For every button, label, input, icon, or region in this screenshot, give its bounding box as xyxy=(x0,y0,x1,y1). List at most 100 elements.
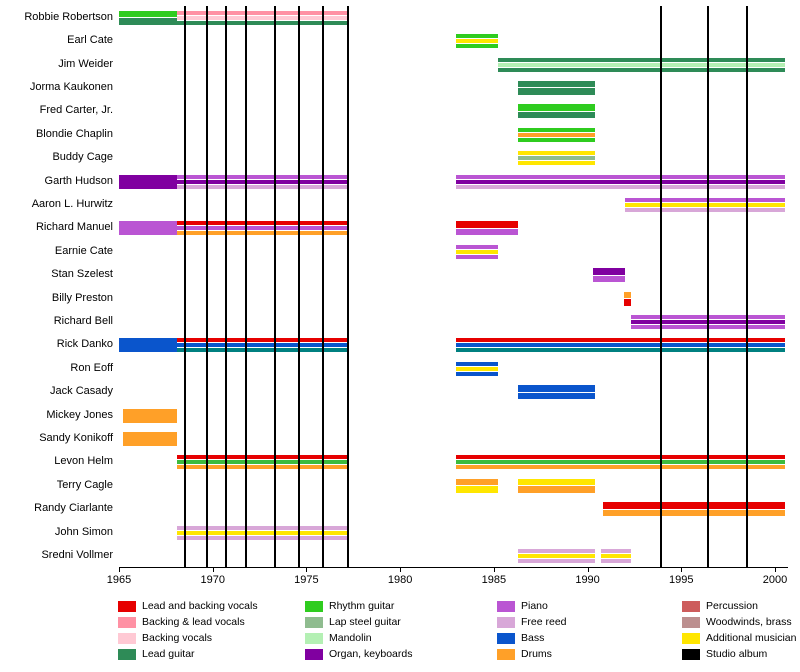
legend-label: Woodwinds, brass xyxy=(706,616,792,628)
timeline-bar xyxy=(518,385,596,400)
role-stripe xyxy=(518,111,596,119)
legend-label: Lead and backing vocals xyxy=(142,600,258,612)
legend-color-swatch xyxy=(305,632,323,644)
role-stripe xyxy=(456,249,498,254)
role-stripe xyxy=(600,548,631,553)
role-stripe xyxy=(518,385,596,392)
role-stripe xyxy=(119,174,178,189)
timeline-bar xyxy=(624,291,631,306)
timeline-bar xyxy=(518,151,596,166)
role-stripe xyxy=(497,62,786,67)
role-stripe xyxy=(456,486,498,493)
member-label: Earnie Cate xyxy=(54,244,113,257)
role-stripe xyxy=(518,80,596,88)
timeline-bar xyxy=(122,408,178,423)
member-label: Ron Eoff xyxy=(70,361,113,374)
member-label: Sredni Vollmer xyxy=(41,548,113,561)
studio-album-line xyxy=(297,6,300,567)
timeline-bar xyxy=(456,478,498,493)
legend-color-swatch xyxy=(305,600,323,612)
member-label: Blondie Chaplin xyxy=(35,127,113,140)
x-axis-line xyxy=(119,567,788,568)
member-label: Fred Carter, Jr. xyxy=(39,104,113,117)
role-stripe xyxy=(456,371,498,376)
timeline-bar xyxy=(177,174,348,189)
axis-tick-label: 1980 xyxy=(387,574,413,586)
studio-album-line xyxy=(183,6,186,567)
role-stripe xyxy=(177,20,348,25)
role-stripe xyxy=(518,104,596,111)
legend-item: Percussion xyxy=(682,600,758,612)
member-label: Richard Manuel xyxy=(35,221,113,234)
role-stripe xyxy=(518,558,596,563)
legend-color-swatch xyxy=(497,648,515,660)
axis-tick xyxy=(306,567,308,572)
role-stripe xyxy=(177,343,348,348)
studio-album-line xyxy=(206,6,209,567)
timeline-bar xyxy=(456,221,519,236)
timeline-bar xyxy=(177,455,348,470)
legend-item: Lead guitar xyxy=(118,648,195,660)
role-stripe xyxy=(177,179,348,184)
studio-album-line xyxy=(346,6,349,567)
legend-label: Percussion xyxy=(706,600,758,612)
role-stripe xyxy=(456,338,786,343)
axis-tick-label: 1985 xyxy=(481,574,507,586)
role-stripe xyxy=(122,431,178,446)
role-stripe xyxy=(119,221,178,236)
legend-color-swatch xyxy=(118,600,136,612)
axis-tick xyxy=(212,567,214,572)
legend-color-swatch xyxy=(682,648,700,660)
role-stripe xyxy=(456,39,498,44)
timeline-bar xyxy=(456,361,498,376)
legend-item: Bass xyxy=(497,632,544,644)
member-label: Buddy Cage xyxy=(52,151,113,164)
timeline-bar xyxy=(119,338,178,353)
legend-color-swatch xyxy=(497,600,515,612)
role-stripe xyxy=(456,244,498,249)
timeline-bar xyxy=(177,525,348,540)
role-stripe xyxy=(177,184,348,189)
studio-album-line xyxy=(745,6,748,567)
timeline-bar xyxy=(456,34,498,49)
legend-item: Organ, keyboards xyxy=(305,648,412,660)
role-stripe xyxy=(518,88,596,95)
role-stripe xyxy=(177,535,348,540)
role-stripe xyxy=(625,202,786,207)
member-label: John Simon xyxy=(54,525,113,538)
role-stripe xyxy=(177,221,348,226)
timeline-bar xyxy=(119,221,178,236)
legend-label: Piano xyxy=(521,600,548,612)
role-stripe xyxy=(177,460,348,465)
legend-item: Lap steel guitar xyxy=(305,616,401,628)
timeline-bar xyxy=(456,455,786,470)
role-stripe xyxy=(456,460,786,465)
legend-item: Woodwinds, brass xyxy=(682,616,792,628)
legend-label: Backing vocals xyxy=(142,632,213,644)
member-label: Levon Helm xyxy=(54,455,113,468)
role-stripe xyxy=(456,228,519,236)
member-label: Jack Casady xyxy=(50,385,113,398)
role-stripe xyxy=(518,127,596,132)
legend-label: Backing & lead vocals xyxy=(142,616,245,628)
role-stripe xyxy=(624,291,631,298)
legend-label: Studio album xyxy=(706,648,768,660)
legend-label: Bass xyxy=(521,632,545,644)
role-stripe xyxy=(518,137,596,142)
legend-color-swatch xyxy=(682,632,700,644)
timeline-bar xyxy=(518,478,596,493)
member-label: Billy Preston xyxy=(51,291,113,304)
legend-color-swatch xyxy=(118,632,136,644)
studio-album-line xyxy=(245,6,248,567)
role-stripe xyxy=(456,34,498,39)
legend-color-swatch xyxy=(497,616,515,628)
timeline-bar xyxy=(593,268,626,283)
role-stripe xyxy=(456,361,498,366)
member-label: Terry Cagle xyxy=(56,478,113,491)
member-label: Stan Szelest xyxy=(51,268,113,281)
role-stripe xyxy=(177,174,348,179)
legend-color-swatch xyxy=(682,616,700,628)
timeline-bar xyxy=(518,80,596,95)
role-stripe xyxy=(518,486,596,493)
